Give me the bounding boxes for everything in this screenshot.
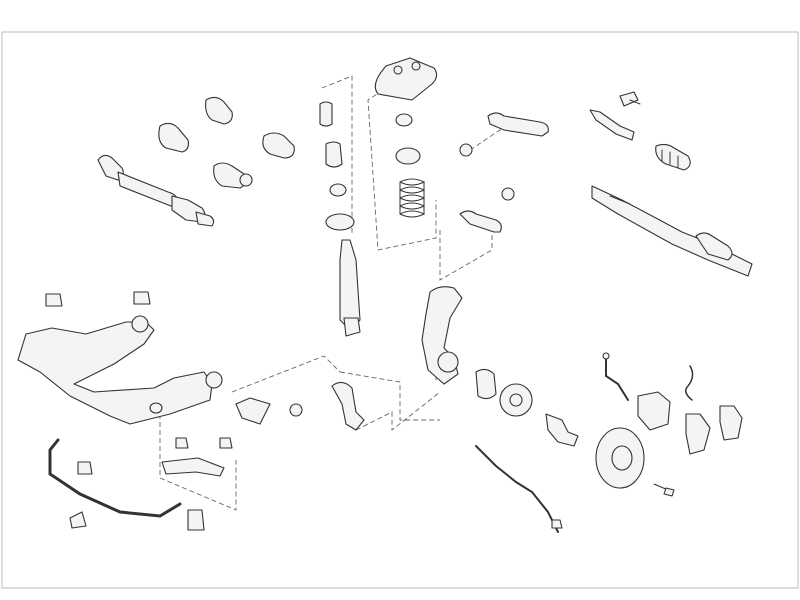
cv-joint — [213, 162, 253, 189]
dust-shield — [545, 413, 579, 447]
abs-sensor — [475, 445, 563, 533]
drive-shaft — [97, 154, 215, 227]
brake-hose — [602, 352, 694, 401]
strut-top-mount — [374, 57, 438, 165]
brake-caliper — [637, 391, 671, 431]
steering-knuckle — [421, 286, 463, 385]
subframe — [17, 315, 223, 425]
steering-boot — [655, 143, 691, 171]
control-arm-upper-2 — [459, 187, 515, 233]
brake-disc — [595, 427, 675, 497]
control-arm-upper — [459, 112, 549, 157]
stabilizer-bar — [48, 438, 182, 518]
assembly-guide-lines — [159, 75, 549, 511]
cv-boot — [158, 96, 295, 159]
ball-joint — [289, 381, 365, 431]
coil-spring — [399, 178, 426, 218]
brake-pads — [685, 405, 743, 455]
steering-rack — [591, 185, 753, 277]
tie-rod-end — [589, 91, 641, 141]
subframe-bushing — [45, 291, 151, 307]
lower-control-arm — [161, 397, 271, 477]
wheel-hub — [499, 383, 533, 417]
stabilizer-link — [69, 509, 205, 531]
wheel-bearing — [475, 368, 497, 400]
shock-absorber — [319, 101, 361, 337]
